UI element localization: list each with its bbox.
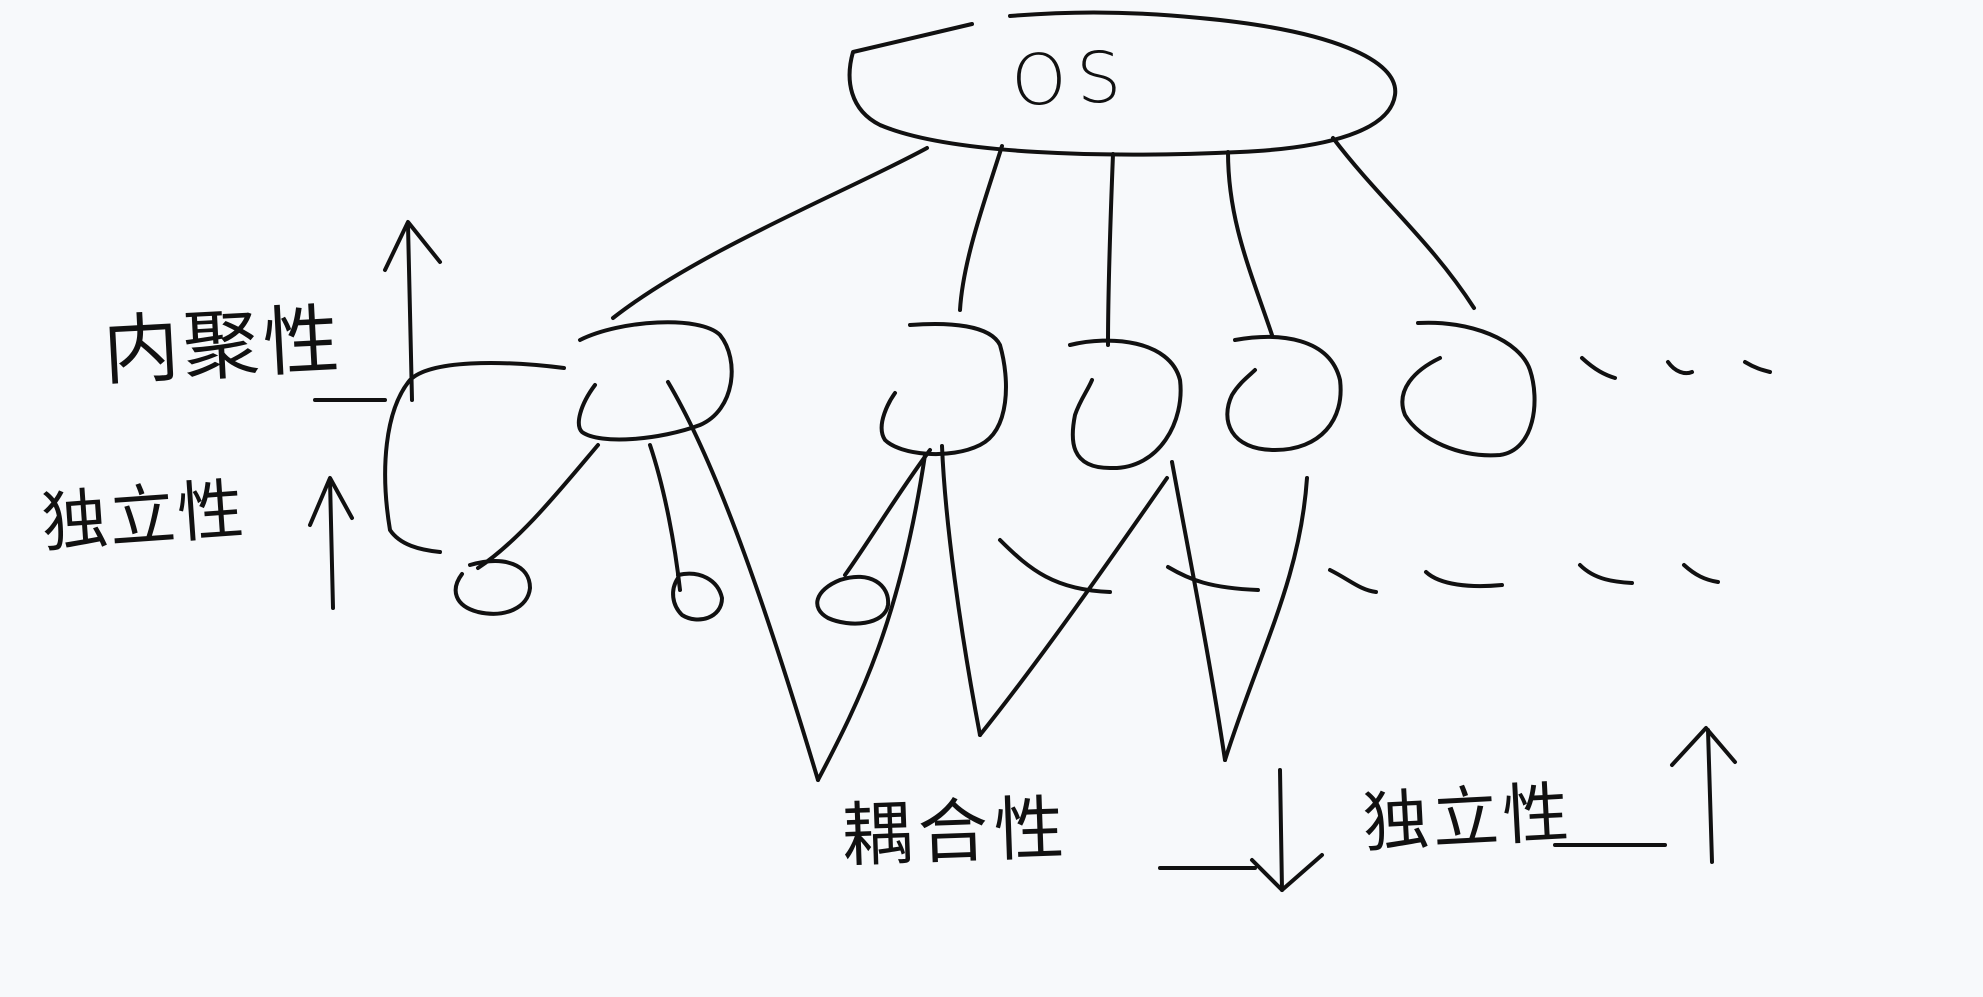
ellipsis-dash-bottom-1 [998, 538, 1112, 594]
grouping-bracket [383, 361, 566, 554]
ellipsis-dash-top-3 [1743, 360, 1772, 374]
ellipsis-dash-bottom-6 [1682, 563, 1720, 584]
connector-module-1-child-2 [648, 443, 682, 592]
ellipsis-dash-bottom-3 [1328, 568, 1378, 594]
coupling-label: 耦合性 [840, 787, 1072, 877]
module-2 [879, 322, 1008, 456]
ellipsis-dash-bottom-2 [1166, 565, 1260, 592]
coupling-arrow [1278, 768, 1284, 892]
child-leaf-2 [671, 571, 724, 622]
connector-os-module-2 [958, 144, 1004, 312]
coupling-link-3 [1170, 460, 1227, 762]
ellipsis-dash-top-2 [1666, 360, 1694, 376]
os-root-label: OS [1010, 35, 1133, 122]
module-5 [1400, 320, 1537, 458]
ellipsis-dash-bottom-5 [1578, 563, 1634, 585]
child-leaf-1 [453, 559, 532, 616]
coupling-link-2b [978, 476, 1169, 737]
cohesion-arrow [406, 223, 414, 402]
coupling-link-3b [1223, 476, 1309, 762]
ellipsis-dash-top-1 [1580, 356, 1617, 380]
connector-os-module-4 [1226, 150, 1274, 337]
connector-os-module-3 [1106, 152, 1115, 347]
connector-os-module-5 [1331, 136, 1476, 310]
os-root-ellipse [847, 10, 1398, 157]
module-4 [1225, 334, 1343, 452]
connector-module-1-child-1 [476, 443, 600, 570]
coupling-arrow-head [1250, 853, 1324, 892]
child-leaf-3 [815, 574, 891, 626]
module-1 [576, 320, 734, 442]
independence-left-label: 独立性 [39, 470, 248, 562]
ellipsis-dash-bottom-4 [1424, 570, 1504, 589]
independence-right-arrow-head [1670, 726, 1737, 767]
cohesion-arrow-head [383, 220, 442, 272]
connector-module-2-child-3 [843, 448, 932, 577]
independence-left-arrow [328, 478, 335, 610]
connector-os-module-1 [611, 146, 929, 320]
coupling-link-1b [816, 453, 927, 782]
cohesion-label: 内聚性 [100, 294, 346, 396]
independence-right-arrow [1706, 728, 1714, 864]
module-3 [1068, 338, 1183, 471]
independence-left-arrow-head [308, 476, 354, 527]
independence-right-label: 独立性 [1360, 773, 1575, 862]
coupling-link-2 [940, 444, 982, 737]
coupling-link-1 [666, 380, 820, 782]
